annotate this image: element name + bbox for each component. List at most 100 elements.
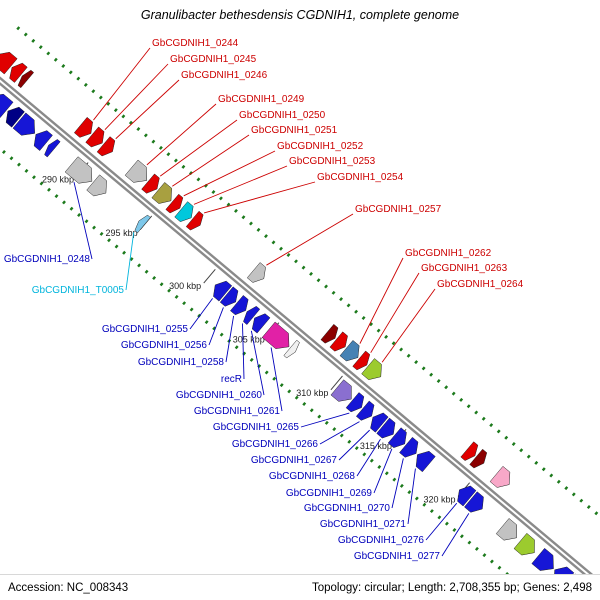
gene-unnamed[interactable] (44, 139, 61, 158)
gene-GbCGDNIH1_0258[interactable] (230, 295, 249, 316)
gene-GbCGDNIH1_0262[interactable] (339, 340, 360, 362)
gene-unnamed[interactable] (330, 379, 352, 402)
gene-GbCGDNIH1_0271[interactable] (415, 450, 436, 473)
gene-unnamed[interactable] (460, 441, 479, 461)
gene-GbCGDNIH1_0261[interactable] (261, 321, 290, 349)
gene-unnamed[interactable] (0, 93, 14, 118)
gene-label[interactable]: GbCGDNIH1_0248 (4, 254, 91, 265)
gene-GbCGDNIH1_0251[interactable] (151, 182, 172, 204)
leader-line (146, 103, 217, 166)
gene-GbCGDNIH1_0257[interactable] (246, 262, 266, 283)
gene-label[interactable]: GbCGDNIH1_0264 (437, 279, 524, 290)
gene-label[interactable]: GbCGDNIH1_0268 (269, 471, 356, 482)
gene-label[interactable]: GbCGDNIH1_0244 (152, 38, 239, 49)
gene-label[interactable]: GbCGDNIH1_0265 (213, 422, 300, 433)
gene-unnamed[interactable] (531, 547, 554, 571)
gene-label[interactable]: GbCGDNIH1_0260 (176, 390, 263, 401)
leader-line (441, 513, 470, 557)
gene-unnamed[interactable] (9, 62, 28, 83)
leader-line (93, 47, 151, 121)
gene-label[interactable]: GbCGDNIH1_0271 (320, 519, 407, 530)
gene-label[interactable]: GbCGDNIH1_0245 (170, 54, 257, 65)
gene-label[interactable]: GbCGDNIH1_0276 (338, 535, 425, 546)
gene-label[interactable]: GbCGDNIH1_0257 (355, 204, 442, 215)
gene-GbCGDNIH1_0252[interactable] (165, 193, 184, 214)
gene-GbCGDNIH1_0244[interactable] (73, 116, 93, 138)
leader-line (125, 232, 135, 291)
gene-unnamed[interactable] (12, 112, 35, 136)
leader-line (189, 298, 213, 330)
gene-GbCGDNIH1_0267[interactable] (370, 412, 389, 433)
gene-GbCGDNIH1_0276[interactable] (457, 485, 477, 507)
status-accession: Accession: NC_008343 (8, 581, 129, 594)
gene-label[interactable]: GbCGDNIH1_0256 (121, 340, 208, 351)
gene-GbCGDNIH1_T0005[interactable] (134, 214, 151, 234)
gene-label[interactable]: GbCGDNIH1_0267 (251, 455, 338, 466)
leader-line (104, 63, 169, 130)
gene-label[interactable]: GbCGDNIH1_0270 (304, 503, 391, 514)
gene-unnamed[interactable] (495, 518, 517, 541)
gene-label[interactable]: GbCGDNIH1_0253 (289, 156, 376, 167)
gene-unnamed[interactable] (86, 174, 107, 197)
gene-GbCGDNIH1_0270[interactable] (399, 436, 419, 458)
leader-line (338, 429, 370, 461)
gene-GbCGDNIH1_0266[interactable] (355, 400, 375, 421)
leader-line (208, 307, 224, 346)
gene-GbCGDNIH1_0263[interactable] (352, 350, 371, 371)
gene-unnamed[interactable] (329, 331, 348, 352)
gene-GbCGDNIH1_0256[interactable] (219, 286, 239, 307)
gene-GbCGDNIH1_0253[interactable] (174, 201, 194, 222)
gene-label[interactable]: GbCGDNIH1_0266 (232, 439, 319, 450)
gene-label[interactable]: GbCGDNIH1_0269 (286, 488, 373, 499)
gene-GbCGDNIH1_0248[interactable] (64, 156, 93, 184)
leader-line (115, 79, 180, 140)
gene-GbCGDNIH1_0264[interactable] (361, 358, 382, 380)
gene-GbCGDNIH1_0255[interactable] (213, 280, 233, 302)
gene-label[interactable]: GbCGDNIH1_0261 (194, 406, 281, 417)
gene-label[interactable]: GbCGDNIH1_0254 (317, 172, 404, 183)
gene-label[interactable]: GbCGDNIH1_T0005 (32, 285, 125, 296)
gene-unnamed[interactable] (5, 106, 25, 128)
gene-unnamed[interactable] (283, 339, 300, 359)
gene-GbCGDNIH1_0277[interactable] (464, 491, 484, 513)
gene-unnamed[interactable] (33, 130, 53, 151)
leader-line (242, 323, 245, 380)
leader-line (300, 412, 350, 428)
gene-GbCGDNIH1_0246[interactable] (96, 136, 116, 157)
gene-GbCGDNIH1_0268[interactable] (376, 417, 396, 439)
leader-line (172, 134, 250, 187)
gene-label[interactable]: GbCGDNIH1_0277 (354, 551, 441, 562)
gene-GbCGDNIH1_0260[interactable] (251, 313, 271, 334)
leader-line (203, 181, 316, 214)
gene-recR[interactable] (243, 305, 261, 325)
gene-label[interactable]: GbCGDNIH1_0251 (251, 125, 338, 136)
gene-label[interactable]: GbCGDNIH1_0255 (102, 324, 189, 335)
gene-GbCGDNIH1_0249[interactable] (124, 159, 148, 183)
gene-unnamed[interactable] (320, 323, 339, 344)
gene-unnamed[interactable] (489, 465, 511, 488)
gene-unnamed[interactable] (17, 69, 35, 89)
gene-GbCGDNIH1_0245[interactable] (85, 126, 105, 148)
gene-unnamed[interactable] (469, 448, 488, 469)
gene-label[interactable]: GbCGDNIH1_0263 (421, 263, 508, 274)
gene-label[interactable]: GbCGDNIH1_0246 (181, 70, 268, 81)
gene-label[interactable]: GbCGDNIH1_0258 (138, 357, 225, 368)
gene-GbCGDNIH1_0269[interactable] (387, 427, 407, 448)
gene-label[interactable]: GbCGDNIH1_0249 (218, 94, 305, 105)
leader-line (250, 330, 265, 396)
status-bar: Accession: NC_008343 Topology: circular;… (0, 574, 600, 600)
gene-GbCGDNIH1_0254[interactable] (185, 210, 204, 231)
gene-label[interactable]: recR (221, 374, 242, 385)
gene-label[interactable]: GbCGDNIH1_0250 (239, 110, 326, 121)
gene-label[interactable]: GbCGDNIH1_0262 (405, 248, 492, 259)
leader-line (391, 458, 404, 509)
gene-unnamed[interactable] (0, 51, 18, 75)
genome-axis (0, 76, 600, 583)
gene-label[interactable]: GbCGDNIH1_0252 (277, 141, 364, 152)
leader-line (381, 288, 436, 363)
gene-GbCGDNIH1_0250[interactable] (141, 173, 160, 194)
gene-GbCGDNIH1_0265[interactable] (345, 392, 365, 413)
leader-line (373, 448, 393, 494)
gene-unnamed[interactable] (513, 532, 535, 556)
